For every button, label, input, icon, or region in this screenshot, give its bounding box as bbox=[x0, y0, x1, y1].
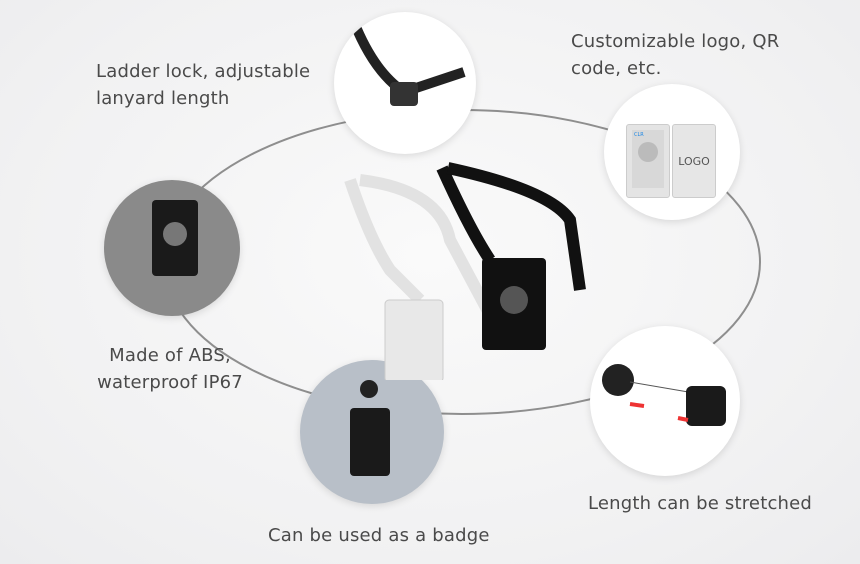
feature-badge: Can be used as a badge bbox=[268, 525, 490, 546]
feature-stretch: Length can be stretched bbox=[588, 493, 813, 514]
badge-worn-photo bbox=[300, 360, 444, 504]
waterproof-photo bbox=[104, 180, 240, 316]
ladder-lock-photo bbox=[334, 12, 476, 154]
feature-abs-waterproof: Made of ABS,waterproof IP67 bbox=[97, 345, 243, 393]
logo-text: LOGO bbox=[672, 124, 716, 198]
lanyard-product-photo bbox=[344, 162, 586, 380]
custom-logo-photo: CLR LOGO bbox=[604, 84, 740, 220]
retractable-reel-photo bbox=[590, 326, 740, 476]
